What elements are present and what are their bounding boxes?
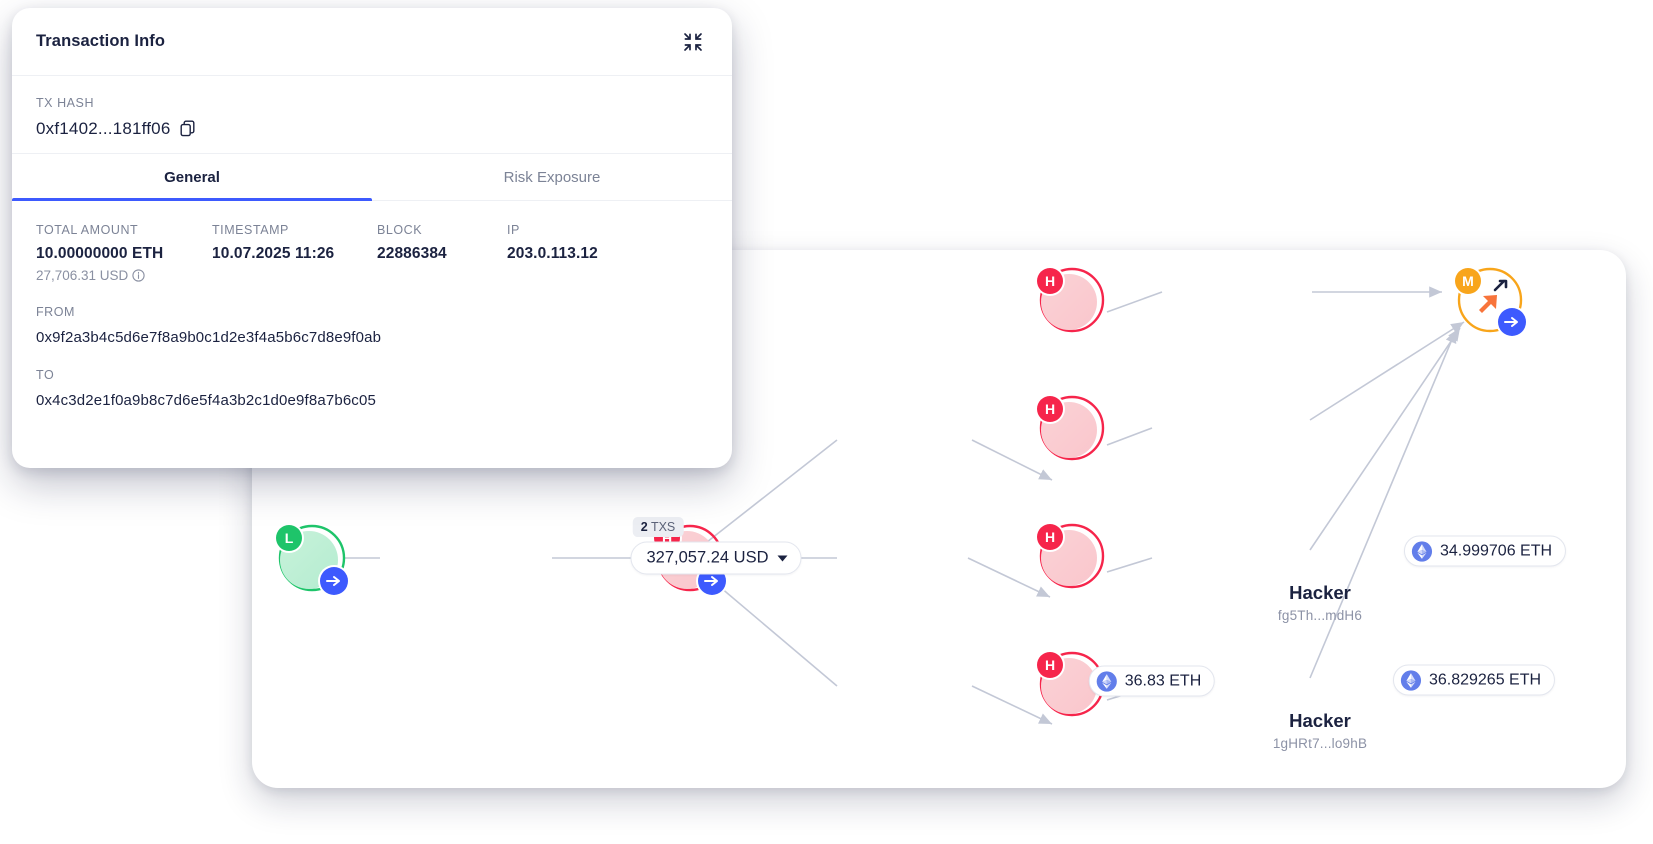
graph-node-victim: L: [274, 523, 350, 597]
edge-eth-value: 34.999706 ETH: [1439, 542, 1553, 559]
txs-count-badge: 2 TXS: [632, 517, 684, 537]
stat-subvalue: 27,706.31 USD: [36, 268, 129, 283]
panel-header: Transaction Info: [12, 8, 732, 76]
info-icon[interactable]: [132, 269, 145, 282]
tab-general[interactable]: General: [12, 154, 372, 201]
stat-value: 22886384: [377, 245, 447, 262]
stats-grid: TOTAL AMOUNT 10.00000000 ETH 27,706.31 U…: [36, 223, 708, 283]
stat-subvalue-row: 27,706.31 USD: [36, 268, 212, 283]
from-block: FROM 0x9f2a3b4c5d6e7f8a9b0c1d2e3f4a5b6c7…: [36, 305, 708, 346]
to-address[interactable]: 0x4c3d2e1f0a9b8c7d6e5f4a3b2c1d0e9f8a7b6c…: [36, 392, 376, 409]
txs-count: 2: [640, 520, 648, 534]
stat-label: TIMESTAMP: [212, 223, 289, 237]
stat-value: 10.00000000 ETH: [36, 245, 164, 262]
graph-node-hacker-1: H: [1035, 266, 1105, 333]
tx-hash-label: TX HASH: [36, 96, 95, 110]
tx-hash-row: 0xf1402...181ff06: [36, 119, 708, 139]
graph-node-fixedfloat: M: [1453, 266, 1528, 338]
svg-text:H: H: [1045, 273, 1055, 289]
edge-pill-out-1[interactable]: 36.83 ETH: [1088, 665, 1216, 697]
stat-value: 203.0.113.12: [507, 245, 598, 262]
edge-eth-value: 36.83 ETH: [1124, 672, 1202, 689]
edge-pill-final-2[interactable]: 36.829265 ETH: [1392, 664, 1556, 696]
edge-eth-value: 36.829265 ETH: [1428, 671, 1542, 688]
transaction-info-panel: Transaction Info TX HASH 0xf1402...181ff…: [12, 8, 732, 468]
svg-text:H: H: [1045, 657, 1055, 673]
svg-text:H: H: [1045, 529, 1055, 545]
tab-risk-exposure[interactable]: Risk Exposure: [503, 168, 601, 186]
txs-label: TXS: [650, 520, 676, 534]
tx-hash-block: TX HASH 0xf1402...181ff06: [12, 76, 732, 154]
edge-usd-value: 327,057.24 USD: [646, 548, 769, 567]
node-address-hacker-2: 1gHRt7...lo9hB: [1272, 736, 1368, 751]
edge-pill-usd-total[interactable]: 327,057.24 USD: [630, 541, 802, 575]
tx-hash-value: 0xf1402...181ff06: [36, 119, 171, 138]
panel-tabs[interactable]: General Risk Exposure: [12, 154, 732, 201]
stat-value: 10.07.2025 11:26: [212, 245, 335, 262]
graph-node-hacker-2: H: [1035, 394, 1105, 461]
stat-block: BLOCK 22886384: [377, 223, 507, 283]
stat-ip: IP 203.0.113.12: [507, 223, 598, 283]
graph-canvas[interactable]: L H H: [252, 250, 1626, 788]
stat-label: TOTAL AMOUNT: [36, 223, 139, 237]
svg-text:L: L: [285, 530, 294, 546]
stat-label: IP: [507, 223, 520, 237]
from-label: FROM: [36, 305, 75, 319]
graph-node-hacker-4: H: [1035, 650, 1105, 717]
node-label-hacker-1: Hacker: [1289, 582, 1351, 603]
page-title: Transaction Info: [36, 32, 166, 50]
ethereum-icon: [1096, 670, 1117, 692]
copy-icon[interactable]: [179, 120, 197, 138]
chevron-down-icon[interactable]: [777, 555, 788, 561]
node-address-hacker-1: fg5Th...mdH6: [1277, 608, 1363, 623]
svg-text:H: H: [662, 530, 672, 546]
stat-label: BLOCK: [377, 223, 423, 237]
to-block: TO 0x4c3d2e1f0a9b8c7d6e5f4a3b2c1d0e9f8a7…: [36, 368, 708, 409]
ethereum-icon: [1411, 540, 1433, 562]
from-address[interactable]: 0x9f2a3b4c5d6e7f8a9b0c1d2e3f4a5b6c7d8e9f…: [36, 329, 382, 346]
svg-text:M: M: [1462, 273, 1474, 289]
node-label-hacker-2: Hacker: [1289, 710, 1351, 731]
graph-node-hacker-3: H: [1035, 522, 1105, 589]
stat-timestamp: TIMESTAMP 10.07.2025 11:26: [212, 223, 377, 283]
to-label: TO: [36, 368, 55, 382]
collapse-icon[interactable]: [680, 29, 706, 55]
panel-body: TOTAL AMOUNT 10.00000000 ETH 27,706.31 U…: [12, 201, 732, 409]
stat-total-amount: TOTAL AMOUNT 10.00000000 ETH 27,706.31 U…: [36, 223, 212, 283]
edge-pill-final-1[interactable]: 34.999706 ETH: [1403, 535, 1567, 567]
svg-text:H: H: [1045, 401, 1055, 417]
ethereum-icon: [1400, 669, 1422, 691]
